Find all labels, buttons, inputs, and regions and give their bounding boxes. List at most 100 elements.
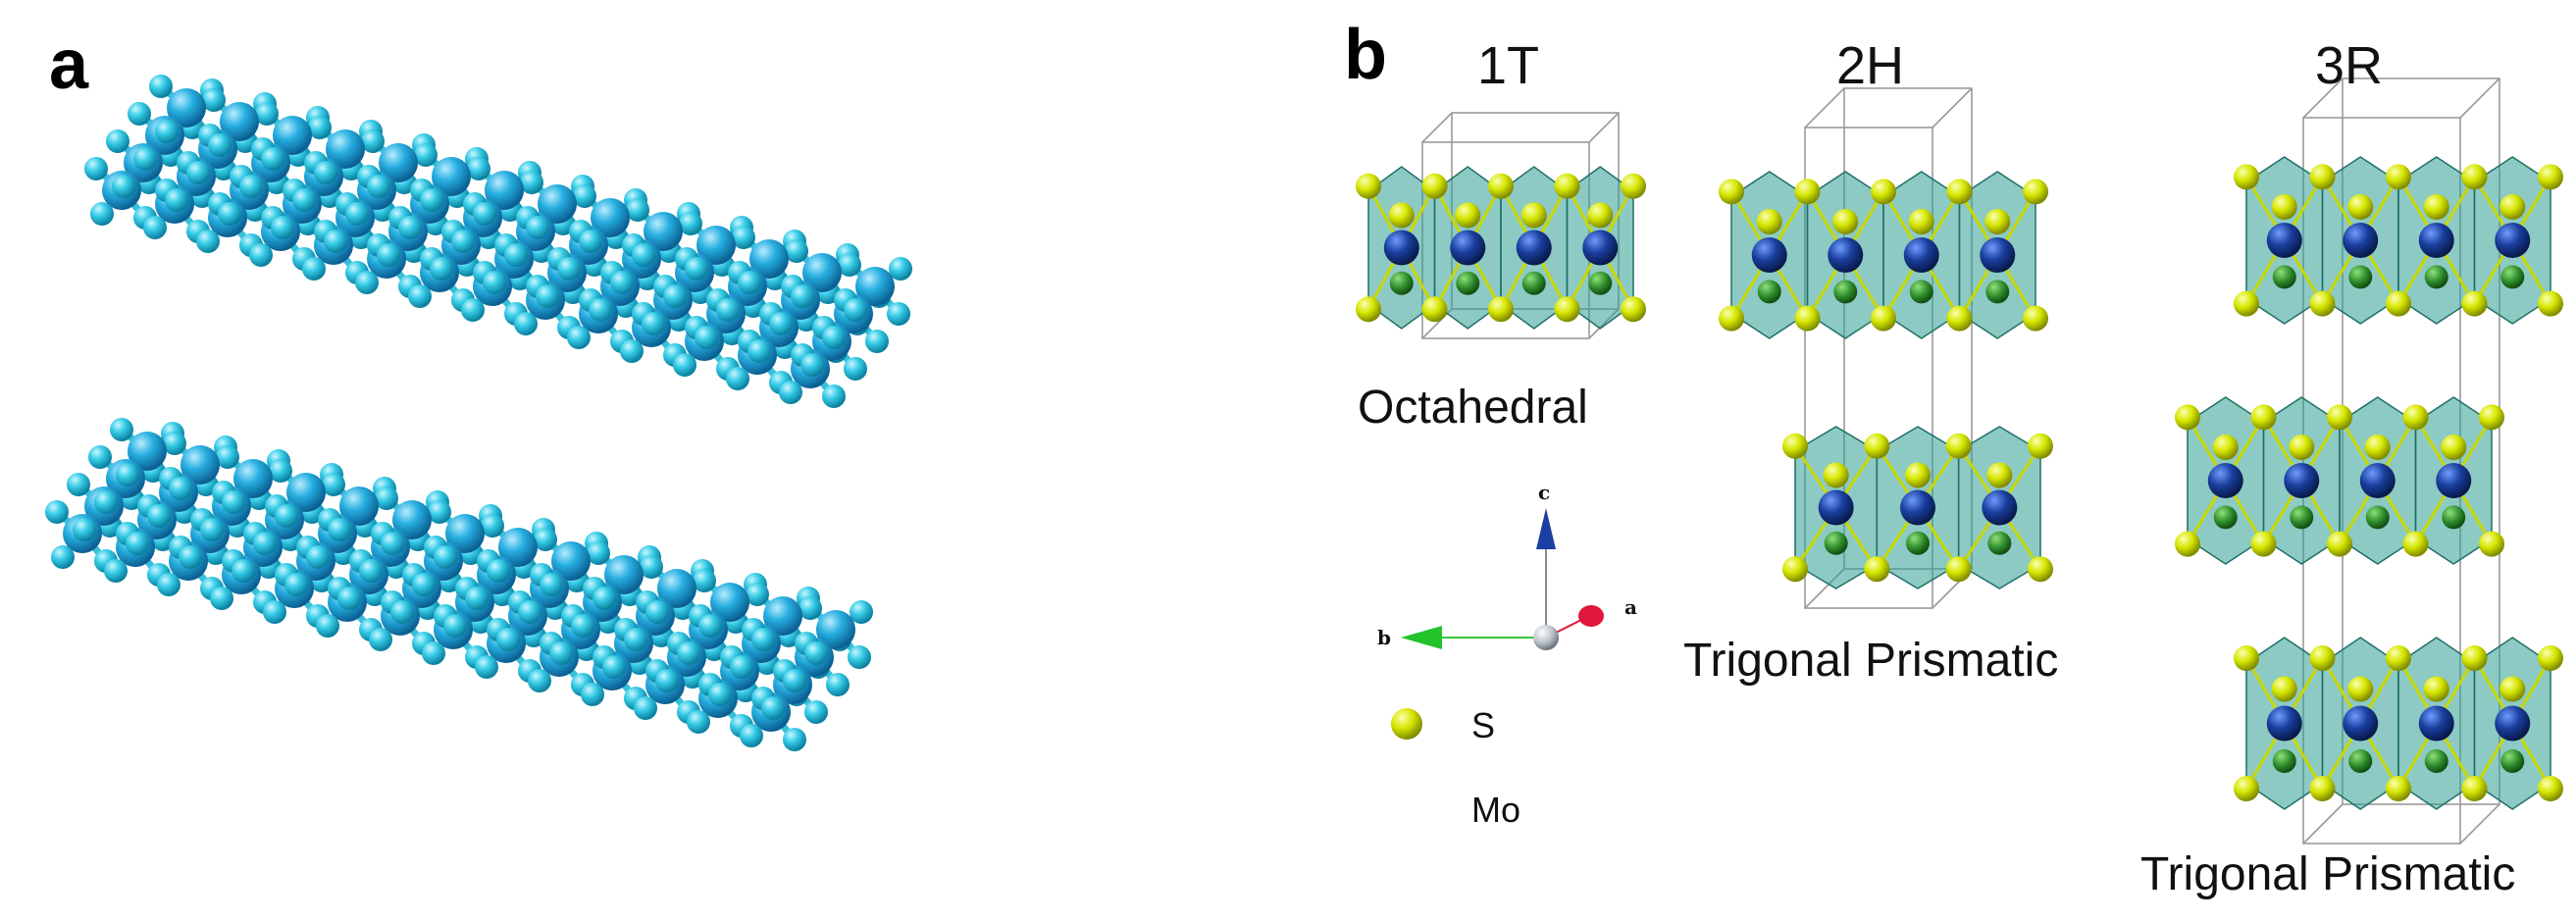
sulfur-atom	[2479, 531, 2504, 557]
sulfur-atom	[844, 298, 867, 322]
sulfur-atom	[88, 445, 112, 469]
sulfur-atom	[761, 696, 785, 720]
sulfur-atom	[1871, 305, 1896, 332]
axis-a-arrow	[1578, 605, 1604, 627]
sulfur-atom	[865, 330, 889, 353]
sulfur-atom	[687, 710, 710, 734]
cell-edge	[1932, 87, 1973, 128]
sulfur-atom	[1719, 305, 1744, 332]
sulfur-atom	[695, 326, 718, 349]
molybdenum-atom	[1982, 489, 2018, 526]
sulfur-atom-back	[2272, 749, 2296, 773]
axis-c-label: c	[1538, 481, 1551, 504]
slab-atoms	[2234, 164, 2563, 317]
molybdenum-atom	[2343, 223, 2379, 258]
sulfur-atom	[514, 312, 538, 335]
sulfur-atom	[624, 628, 647, 651]
sulfur-atom	[581, 683, 604, 706]
molybdenum-atom	[2418, 223, 2454, 258]
sulfur-atom-back	[1909, 280, 1933, 304]
sulfur-atom	[2175, 531, 2200, 557]
sulfur-atom	[1946, 305, 1973, 332]
sulfur-atom	[481, 514, 504, 538]
sulfur-atom	[284, 573, 308, 596]
metal-atom	[538, 184, 577, 224]
sulfur-atom	[355, 271, 379, 294]
sulfur-atom	[785, 239, 808, 263]
slab-atoms	[1782, 433, 2053, 583]
axis-b-arrow	[1401, 626, 1442, 649]
sulfur-atom	[2423, 676, 2449, 702]
sulfur-atom	[263, 600, 286, 624]
structure-1t	[1356, 112, 1646, 339]
sulfur-atom	[1388, 202, 1415, 229]
sulfur-atoms-front	[90, 120, 910, 408]
sulfur-atom	[239, 175, 263, 198]
sulfur-atom	[1554, 173, 1580, 199]
sulfur-atom	[155, 120, 179, 143]
molybdenum-atom	[1900, 489, 1935, 526]
legend-s-label: S	[1471, 705, 1496, 745]
sulfur-atom	[783, 728, 806, 751]
sulfur-atom	[1421, 173, 1448, 199]
sulfur-atom	[2364, 435, 2391, 460]
sulfur-atom	[2234, 290, 2259, 317]
metal-atom	[763, 596, 802, 636]
sulfur-atom	[275, 504, 298, 528]
sulfur-atom	[216, 445, 239, 469]
sulfur-atom	[381, 532, 404, 555]
molybdenum-atom	[2495, 223, 2531, 258]
sulfur-atom	[679, 212, 702, 235]
metal-atom	[816, 610, 855, 649]
cell-edge	[2302, 77, 2344, 119]
sulfur-atom	[732, 226, 755, 249]
molybdenum-atom	[1980, 237, 2016, 273]
polytype-3r-title: 3R	[2315, 36, 2384, 95]
sulfur-atom	[408, 284, 432, 308]
sulfur-atom	[804, 641, 828, 665]
sulfur-atom	[2250, 404, 2277, 431]
cell-edge	[1588, 112, 1620, 143]
sulfur-atom	[434, 545, 457, 569]
sulfur-atom	[147, 504, 171, 528]
sulfur-atom	[2386, 290, 2411, 317]
sulfur-atom	[255, 102, 279, 126]
sulfur-atom	[726, 367, 749, 390]
sulfur-atom	[465, 587, 489, 610]
molybdenum-atom	[2359, 463, 2396, 498]
sulfur-atom	[116, 463, 139, 487]
sulfur-atom	[306, 545, 330, 569]
sulfur-atom	[2234, 164, 2259, 190]
sulfur-atom	[589, 298, 612, 322]
sulfur-atom-back	[1521, 271, 1546, 295]
sulfur-atom	[549, 641, 573, 665]
sulfur-atom-back	[2348, 749, 2373, 773]
sulfur-atom	[838, 253, 861, 277]
sulfur-atom	[2234, 645, 2259, 671]
sulfur-atom	[822, 326, 846, 349]
sulfur-atom	[642, 312, 665, 335]
sulfur-atom	[2423, 194, 2449, 220]
metal-atom	[220, 102, 259, 141]
sulfur-atom	[2271, 676, 2297, 702]
sulfur-atom	[106, 129, 129, 153]
sulfur-atom	[1864, 433, 1890, 459]
mos2-layer-top	[84, 75, 912, 408]
metal-atom	[498, 528, 538, 567]
sulfur-atom	[1986, 462, 2013, 488]
sulfur-atom	[557, 257, 581, 281]
sulfur-atom	[540, 573, 563, 596]
sulfur-atom	[232, 559, 255, 583]
sulfur-atom-back	[2365, 505, 2390, 530]
metal-atom	[749, 239, 789, 279]
metal-atom	[286, 473, 326, 512]
sulfur-atom	[626, 198, 649, 222]
sulfur-atom	[110, 418, 133, 441]
sulfur-atom	[2461, 645, 2488, 671]
sulfur-atom	[1520, 202, 1547, 229]
sulfur-atom	[2386, 776, 2411, 801]
sulfur-atom	[67, 473, 90, 496]
sulfur-atom	[94, 490, 118, 514]
sulfur-atom	[133, 147, 157, 171]
mos2-layer-bottom	[45, 418, 873, 751]
